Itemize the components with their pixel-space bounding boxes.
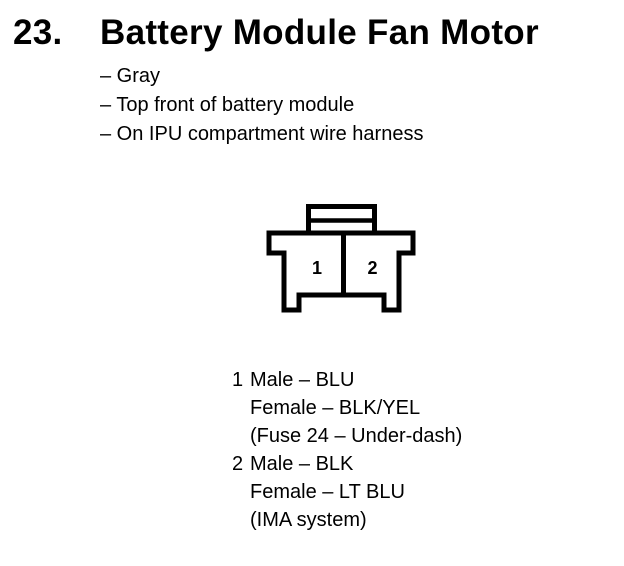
pin-entry-1: 1 Male – BLU Female – BLK/YEL (Fuse 24 –… [232, 366, 462, 450]
connector-drawing: 1 2 [266, 204, 416, 313]
pin-detail-lines: Male – BLU Female – BLK/YEL (Fuse 24 – U… [250, 366, 462, 450]
detail-bullet-list: – Gray – Top front of battery module – O… [100, 62, 423, 149]
connector-diagram: 1 2 [262, 200, 422, 318]
pin-male-wire: Male – BLU [250, 369, 355, 391]
pin-circuit-note: (Fuse 24 – Under-dash) [250, 425, 463, 447]
page-title: Battery Module Fan Motor [100, 13, 539, 52]
pin-detail-lines: Male – BLK Female – LT BLU (IMA system) [250, 450, 405, 534]
pin-wire-color-list: 1 Male – BLU Female – BLK/YEL (Fuse 24 –… [232, 366, 462, 534]
pin-female-wire: Female – BLK/YEL [250, 397, 421, 419]
pin-male-wire: Male – BLK [250, 453, 354, 475]
bullet-harness: – On IPU compartment wire harness [100, 123, 424, 145]
cavity-number-2: 2 [367, 258, 377, 278]
pin-number: 1 [232, 369, 244, 391]
pin-entry-2: 2 Male – BLK Female – LT BLU (IMA system… [232, 450, 462, 534]
pin-circuit-note: (IMA system) [250, 509, 367, 531]
cavity-number-1: 1 [312, 258, 322, 278]
section-number: 23. [13, 13, 63, 52]
bullet-connector-color: – Gray [100, 65, 161, 87]
pin-female-wire: Female – LT BLU [250, 481, 405, 503]
pin-number: 2 [232, 453, 244, 475]
bullet-location: – Top front of battery module [100, 94, 355, 116]
